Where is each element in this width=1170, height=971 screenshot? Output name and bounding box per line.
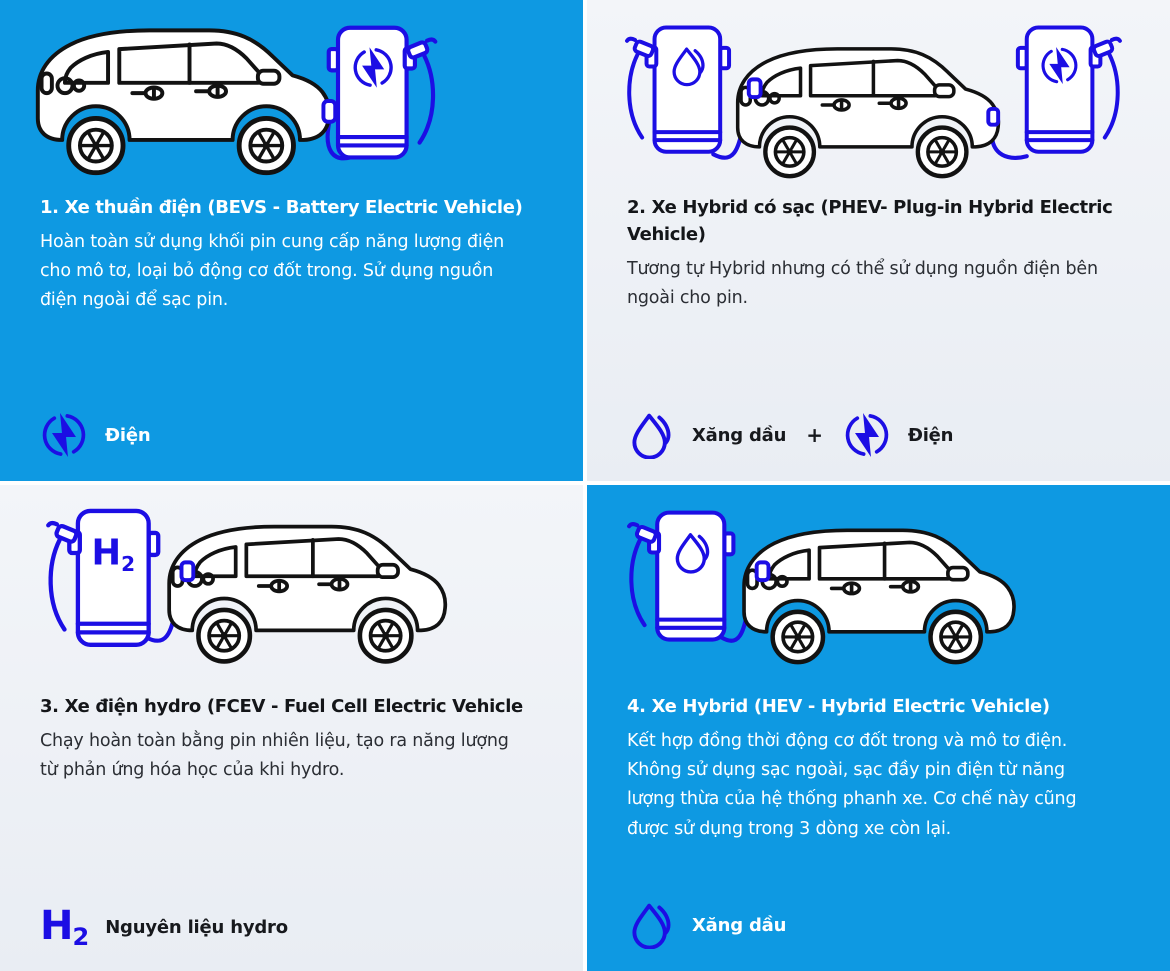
- phev-title: 2. Xe Hybrid có sạc (PHEV- Plug-in Hybri…: [627, 197, 1113, 245]
- hev-text: 4. Xe Hybrid (HEV - Hybrid Electric Vehi…: [627, 693, 1130, 844]
- legend-label: Điện: [907, 424, 954, 446]
- car-illustration: [744, 530, 1014, 662]
- car-illustration: [169, 527, 445, 662]
- legend-label: Nguyên liệu hydro: [105, 917, 288, 938]
- bev-legend: Điện: [40, 411, 151, 459]
- fcev-legend: H2 Nguyên liệu hydro: [40, 906, 288, 949]
- fuel-pump: [629, 513, 733, 640]
- bev-title: 1. Xe thuần điện (BEVS - Battery Electri…: [40, 197, 523, 218]
- charging-station: [329, 28, 436, 158]
- plus-separator: +: [806, 423, 823, 447]
- fuel-plug: [746, 77, 763, 100]
- hev-panel: 4. Xe Hybrid (HEV - Hybrid Electric Vehi…: [587, 485, 1170, 971]
- fuel-drop-icon: [632, 903, 671, 949]
- car-illustration: [738, 49, 999, 176]
- bev-panel: 1. Xe thuần điện (BEVS - Battery Electri…: [0, 0, 583, 481]
- fuel-plug: [754, 560, 771, 583]
- hev-title: 4. Xe Hybrid (HEV - Hybrid Electric Vehi…: [627, 696, 1050, 717]
- charge-port: [321, 99, 338, 124]
- electric-icon: [845, 411, 889, 459]
- fcev-text: 3. Xe điện hydro (FCEV - Fuel Cell Elect…: [40, 693, 543, 785]
- fuel-drop-icon: [632, 413, 671, 459]
- phev-text: 2. Xe Hybrid có sạc (PHEV- Plug-in Hybri…: [627, 194, 1130, 313]
- electric-icon: [42, 411, 86, 459]
- phev-legend: Xăng dầu + Điện: [627, 411, 953, 459]
- fuel-pump: [625, 25, 732, 154]
- hydrogen-icon: H2: [40, 903, 89, 951]
- hev-legend: Xăng dầu: [627, 901, 786, 949]
- fcev-illustration: H2: [8, 501, 560, 675]
- hydrogen-icon: H2: [92, 532, 136, 576]
- fcev-description: Chạy hoàn toàn bằng pin nhiên liệu, tạo …: [40, 731, 509, 781]
- legend-label: Xăng dầu: [692, 914, 787, 936]
- phev-illustration: [625, 25, 1122, 190]
- fcev-panel: H2 3. Xe điện hydro (FCEV - Fuel Cell El…: [0, 485, 583, 971]
- hev-description: Kết hợp đồng thời động cơ đốt trong và m…: [627, 731, 1077, 839]
- bev-illustration: [8, 16, 560, 190]
- hev-illustration: [595, 501, 1147, 675]
- fuel-plug: [179, 560, 196, 583]
- car-illustration: [38, 30, 329, 172]
- charging-station: [1015, 25, 1122, 154]
- bev-text: 1. Xe thuần điện (BEVS - Battery Electri…: [40, 194, 543, 316]
- phev-description: Tương tự Hybrid nhưng có thể sử dụng ngu…: [627, 259, 1098, 309]
- phev-panel: 2. Xe Hybrid có sạc (PHEV- Plug-in Hybri…: [587, 0, 1170, 481]
- bev-description: Hoàn toàn sử dụng khối pin cung cấp năng…: [40, 232, 505, 311]
- legend-label: Xăng dầu: [692, 424, 787, 446]
- charge-plug: [986, 106, 1001, 127]
- fcev-title: 3. Xe điện hydro (FCEV - Fuel Cell Elect…: [40, 696, 523, 717]
- legend-label: Điện: [105, 424, 151, 446]
- hydrogen-station: H2: [48, 511, 158, 645]
